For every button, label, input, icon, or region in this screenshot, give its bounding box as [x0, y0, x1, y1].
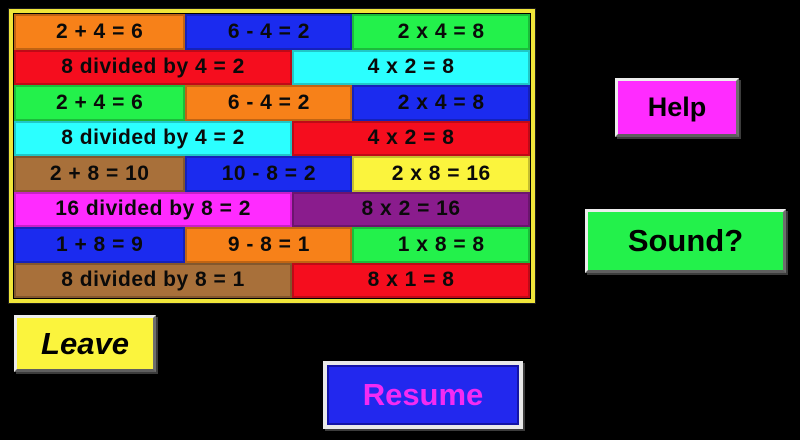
equation-cell[interactable]: 2 + 4 = 6: [14, 85, 186, 121]
equation-cell[interactable]: 2 x 4 = 8: [352, 14, 530, 50]
equation-cell[interactable]: 16 divided by 8 = 2: [14, 191, 293, 227]
equation-cell[interactable]: 4 x 2 = 8: [292, 49, 530, 85]
equation-cell[interactable]: 8 x 1 = 8: [292, 262, 530, 298]
equation-cell[interactable]: 4 x 2 = 8: [292, 120, 530, 156]
equation-cell[interactable]: 2 + 8 = 10: [14, 156, 186, 192]
resume-button[interactable]: Resume: [323, 361, 523, 429]
equation-cell[interactable]: 6 - 4 = 2: [185, 14, 353, 50]
equation-cell[interactable]: 2 x 4 = 8: [352, 85, 530, 121]
help-button[interactable]: Help: [615, 78, 739, 137]
equation-cell[interactable]: 6 - 4 = 2: [185, 85, 353, 121]
equation-cell[interactable]: 10 - 8 = 2: [185, 156, 353, 192]
equation-cell[interactable]: 2 + 4 = 6: [14, 14, 186, 50]
equation-cell[interactable]: 8 divided by 4 = 2: [14, 49, 293, 85]
equation-cell[interactable]: 8 x 2 = 16: [292, 191, 530, 227]
leave-button[interactable]: Leave: [14, 315, 156, 372]
equation-cell[interactable]: 1 + 8 = 9: [14, 227, 186, 263]
equation-cell[interactable]: 9 - 8 = 1: [185, 227, 353, 263]
equation-cell[interactable]: 8 divided by 8 = 1: [14, 262, 293, 298]
equation-cell[interactable]: 8 divided by 4 = 2: [14, 120, 293, 156]
equation-cell[interactable]: 2 x 8 = 16: [352, 156, 530, 192]
equation-cell[interactable]: 1 x 8 = 8: [352, 227, 530, 263]
sound-toggle-button[interactable]: Sound?: [585, 209, 786, 273]
